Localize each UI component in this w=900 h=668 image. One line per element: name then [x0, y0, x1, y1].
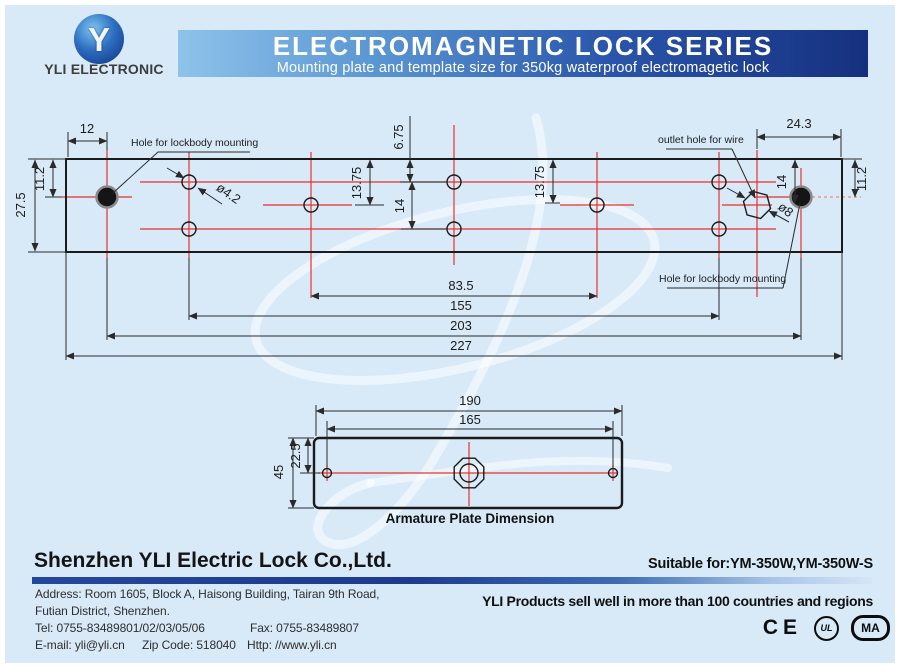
dim-83-5: 83.5	[310, 278, 598, 300]
dim-label: 165	[459, 412, 481, 427]
title-banner: ELECTROMAGNETIC LOCK SERIES Mounting pla…	[178, 30, 868, 77]
dim-label: 22.5	[288, 443, 303, 468]
dim-label: 14	[392, 199, 407, 213]
contact-line: E-mail: yli@yli.cn Zip Code: 518040 Http: …	[35, 637, 379, 654]
wire-outlet-hole	[742, 190, 772, 220]
yli-logo-icon: Y	[74, 14, 124, 64]
dim-45: 45	[271, 437, 314, 509]
dim-label: ø4.2	[214, 180, 244, 207]
dim-27-5: 27.5	[13, 159, 39, 252]
dim-label: 11.2	[32, 167, 47, 191]
dim-label: 13.75	[532, 166, 547, 199]
dim-label: 14	[774, 175, 789, 189]
dim-label: 227	[450, 338, 472, 353]
dim-label: 12	[80, 121, 94, 136]
dim-label: 203	[450, 318, 472, 333]
dim-11-2-left: 11.2	[32, 159, 62, 198]
callout-text: Hole for lockbody mounting	[659, 273, 786, 285]
dim-label: 83.5	[448, 278, 473, 293]
tel: Tel: 0755-83489801/02/03/05/06	[35, 621, 205, 635]
ce-mark-icon: CE	[762, 616, 802, 639]
dim-label: 27.5	[13, 192, 28, 217]
logo-monogram: Y	[87, 20, 110, 58]
ma-mark-icon: MA	[851, 615, 890, 641]
dim-label: ø8	[775, 199, 796, 220]
dim-203: 203	[106, 318, 802, 340]
callout-text: outlet hole for wire	[658, 134, 744, 146]
callout-dia-4-2: ø4.2	[166, 167, 244, 207]
dim-24-3: 24.3	[756, 116, 842, 157]
footer-divider-bar	[32, 577, 872, 584]
dim-label: 13.75	[349, 167, 364, 200]
callout-dia-8: ø8	[726, 187, 796, 223]
phone-line: Tel: 0755-83489801/02/03/05/06 Fax: 0755-…	[35, 620, 379, 637]
dim-11-2-right: 11.2	[851, 159, 869, 198]
plate-outline	[65, 158, 843, 253]
page-title: ELECTROMAGNETIC LOCK SERIES	[272, 31, 774, 61]
dim-14-center: 14	[392, 181, 446, 230]
dim-label: 6.75	[391, 124, 406, 149]
address-line-1: Address: Room 1605, Block A, Haisong Bui…	[35, 587, 380, 601]
dim-190: 190	[315, 393, 623, 436]
dim-13-75-right: 13.75	[532, 159, 560, 204]
logo-caption: YLI ELECTRONIC	[44, 61, 164, 77]
suitable-for: Suitable for:YM-350W,YM-350W-S	[648, 556, 873, 572]
address-line-2: Futian District, Shenzhen.	[35, 604, 170, 618]
centerlines	[318, 442, 618, 506]
armature-caption: Armature Plate Dimension	[386, 511, 555, 526]
label-lockbody-hole-bottom: Hole for lockbody mounting	[659, 202, 801, 289]
dim-label: 190	[459, 393, 481, 408]
zip-code: Zip Code: 518040	[142, 638, 236, 652]
armature-center-hole	[453, 457, 485, 489]
armature-holes	[321, 457, 619, 489]
dim-label: 24.3	[786, 116, 811, 131]
certification-marks: CE UL MA	[763, 615, 890, 641]
dim-14-right: 14	[774, 159, 799, 204]
fax: Fax: 0755-83489807	[250, 621, 359, 635]
ul-mark-icon: UL	[814, 615, 839, 641]
dim-165: 165	[326, 412, 614, 467]
dim-12: 12	[67, 121, 108, 157]
armature-plate-drawing: 190 165 45 22.5 Armature Plate Dimension	[271, 393, 624, 526]
dim-13-75-left: 13.75	[349, 159, 384, 206]
dim-22-5: 22.5	[288, 437, 320, 474]
extension-lines	[65, 252, 843, 360]
website: Http: //www.yli.cn	[247, 638, 337, 652]
page-subtitle: Mounting plate and template size for 350…	[276, 60, 770, 76]
dim-label: 45	[271, 465, 286, 479]
dim-227: 227	[65, 338, 843, 360]
dim-label: 11.2	[854, 167, 869, 191]
label-outlet-hole: outlet hole for wire	[658, 134, 756, 199]
company-name: Shenzhen YLI Electric Lock Co.,Ltd.	[34, 549, 392, 572]
label-lockbody-hole-top: Hole for lockbody mounting	[112, 137, 258, 194]
lockbody-hole-right	[789, 185, 813, 209]
email: E-mail: yli@yli.cn	[35, 638, 125, 652]
callout-text: Hole for lockbody mounting	[131, 137, 258, 149]
mounting-plate-drawing: 12 24.3 6.75 13.75 14	[13, 116, 869, 360]
dim-155: 155	[188, 298, 720, 320]
dim-label: 155	[450, 298, 472, 313]
dim-6-75: 6.75	[391, 116, 446, 183]
lockbody-hole-left	[95, 185, 119, 209]
centerlines	[62, 125, 861, 298]
tagline: YLI Products sell well in more than 100 …	[482, 593, 873, 609]
company-address: Address: Room 1605, Block A, Haisong Bui…	[35, 586, 379, 654]
